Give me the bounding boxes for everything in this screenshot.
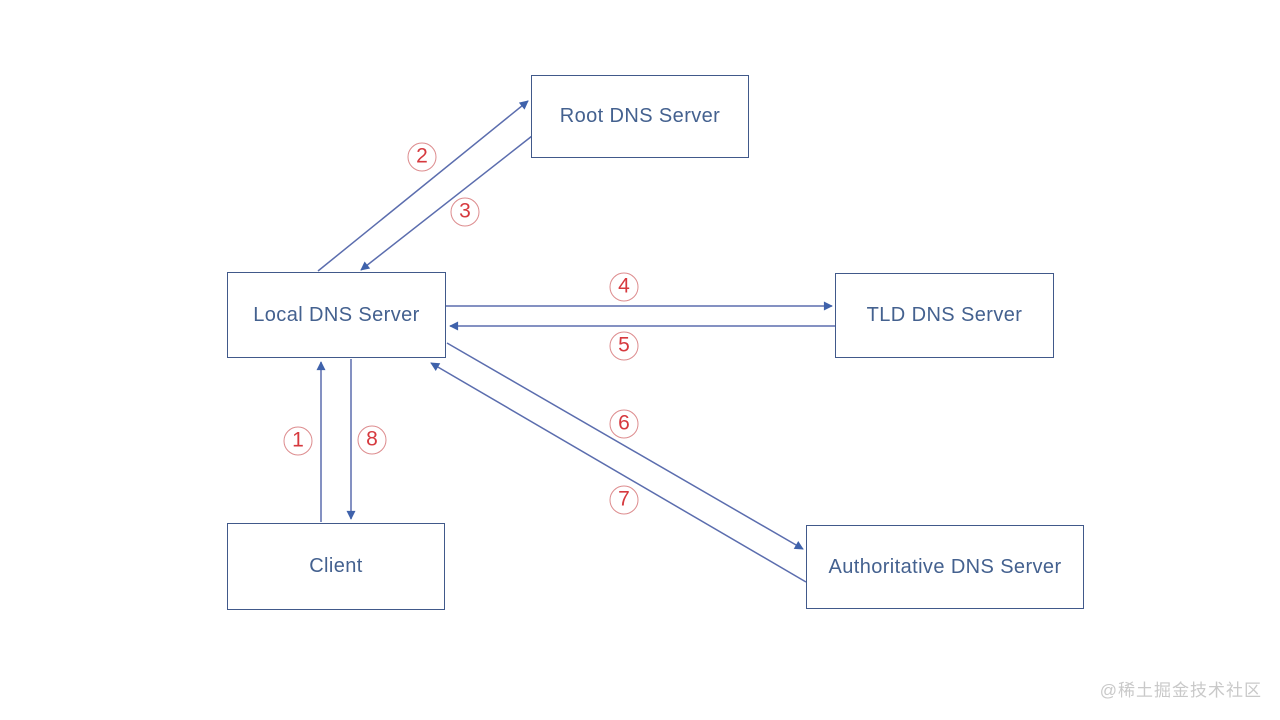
step-label-7: 7 [609, 485, 639, 515]
step-label-3: 3 [450, 197, 480, 227]
step-label-4: 4 [609, 272, 639, 302]
edge-step-3-root-dns-server-to-local-dns-server [360, 135, 533, 271]
watermark-text: @稀土掘金技术社区 [1099, 681, 1262, 700]
edge-step-7-authoritative-dns-server-to-local-dns-server [430, 362, 807, 583]
step-label-5: 5 [609, 331, 639, 361]
node-tld-dns-server: TLD DNS Server [835, 273, 1054, 358]
node-label: Root DNS Server [559, 105, 721, 127]
step-label-1: 1 [283, 426, 313, 456]
step-label-6: 6 [609, 409, 639, 439]
node-root-dns-server: Root DNS Server [531, 75, 749, 158]
node-label: Local DNS Server [253, 303, 420, 326]
node-authoritative-dns-server: Authoritative DNS Server [806, 525, 1084, 609]
node-label: Client [309, 555, 363, 577]
step-label-2: 2 [407, 142, 437, 172]
edge-step-2-local-dns-server-to-root-dns-server [317, 100, 529, 272]
step-label-8: 8 [357, 425, 387, 455]
node-label: TLD DNS Server [866, 304, 1023, 326]
node-local-dns-server: Local DNS Server [227, 272, 446, 358]
node-client: Client [227, 523, 445, 610]
node-label: Authoritative DNS Server [828, 555, 1062, 578]
edge-step-6-local-dns-server-to-authoritative-dns-server [446, 342, 804, 550]
